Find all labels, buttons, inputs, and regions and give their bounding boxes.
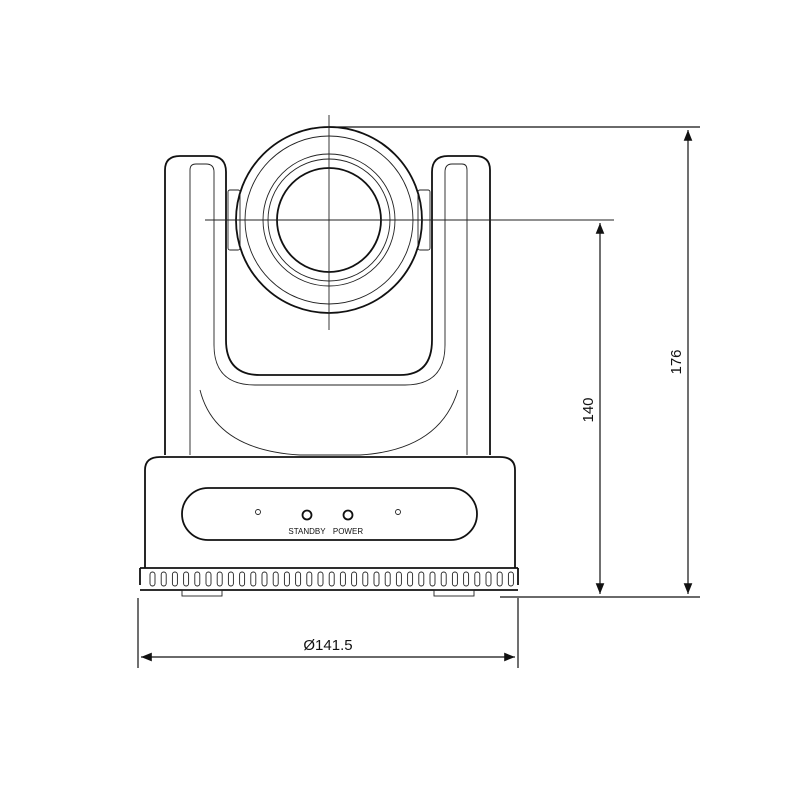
vent-slot bbox=[306, 571, 313, 587]
indicator-dot-left bbox=[255, 509, 261, 515]
vent-slot bbox=[339, 571, 346, 587]
front-control-panel: STANDBY POWER bbox=[181, 487, 478, 541]
vent-slot bbox=[272, 571, 279, 587]
power-label: POWER bbox=[333, 527, 363, 536]
standby-label: STANDBY bbox=[288, 527, 326, 536]
vent-slot bbox=[362, 571, 369, 587]
vent-slot bbox=[183, 571, 190, 587]
vent-slot bbox=[351, 571, 358, 587]
vent-slot bbox=[171, 571, 178, 587]
vent-slot bbox=[205, 571, 212, 587]
vent-slot bbox=[317, 571, 324, 587]
vent-slot bbox=[429, 571, 436, 587]
vent-slot bbox=[283, 571, 290, 587]
dimension-height-total: 176 bbox=[329, 126, 700, 598]
vent-slot bbox=[418, 571, 425, 587]
vent-slot bbox=[407, 571, 414, 587]
vent-slot bbox=[250, 571, 257, 587]
vent-slot bbox=[485, 571, 492, 587]
vent-slot bbox=[328, 571, 335, 587]
dimension-label-140: 140 bbox=[580, 397, 597, 422]
vent-slot bbox=[295, 571, 302, 587]
vent-slot bbox=[395, 571, 402, 587]
vent-slot bbox=[474, 571, 481, 587]
dimension-label-176: 176 bbox=[668, 349, 685, 374]
vent-slot bbox=[451, 571, 458, 587]
vent-slot bbox=[440, 571, 447, 587]
camera-yoke bbox=[164, 155, 491, 456]
vent-slot bbox=[384, 571, 391, 587]
vent-slot bbox=[507, 571, 514, 587]
vent-slot bbox=[239, 571, 246, 587]
vent-slot bbox=[261, 571, 268, 587]
vent-slot bbox=[227, 571, 234, 587]
camera-base bbox=[139, 456, 519, 597]
dimension-label-diameter: Ø141.5 bbox=[303, 637, 352, 654]
vent-slot bbox=[160, 571, 167, 587]
base-vent-grille bbox=[149, 571, 514, 587]
vent-slot bbox=[216, 571, 223, 587]
standby-button bbox=[301, 509, 313, 521]
indicator-dot-right bbox=[395, 509, 401, 515]
dimension-base-diameter: Ø141.5 bbox=[137, 598, 519, 668]
power-button bbox=[342, 509, 354, 521]
vent-slot bbox=[373, 571, 380, 587]
vent-slot bbox=[194, 571, 201, 587]
dimension-height-lens-center: 140 bbox=[580, 223, 605, 594]
vent-slot bbox=[149, 571, 156, 587]
camera-lens bbox=[205, 115, 614, 330]
vent-slot bbox=[463, 571, 470, 587]
vent-slot bbox=[496, 571, 503, 587]
